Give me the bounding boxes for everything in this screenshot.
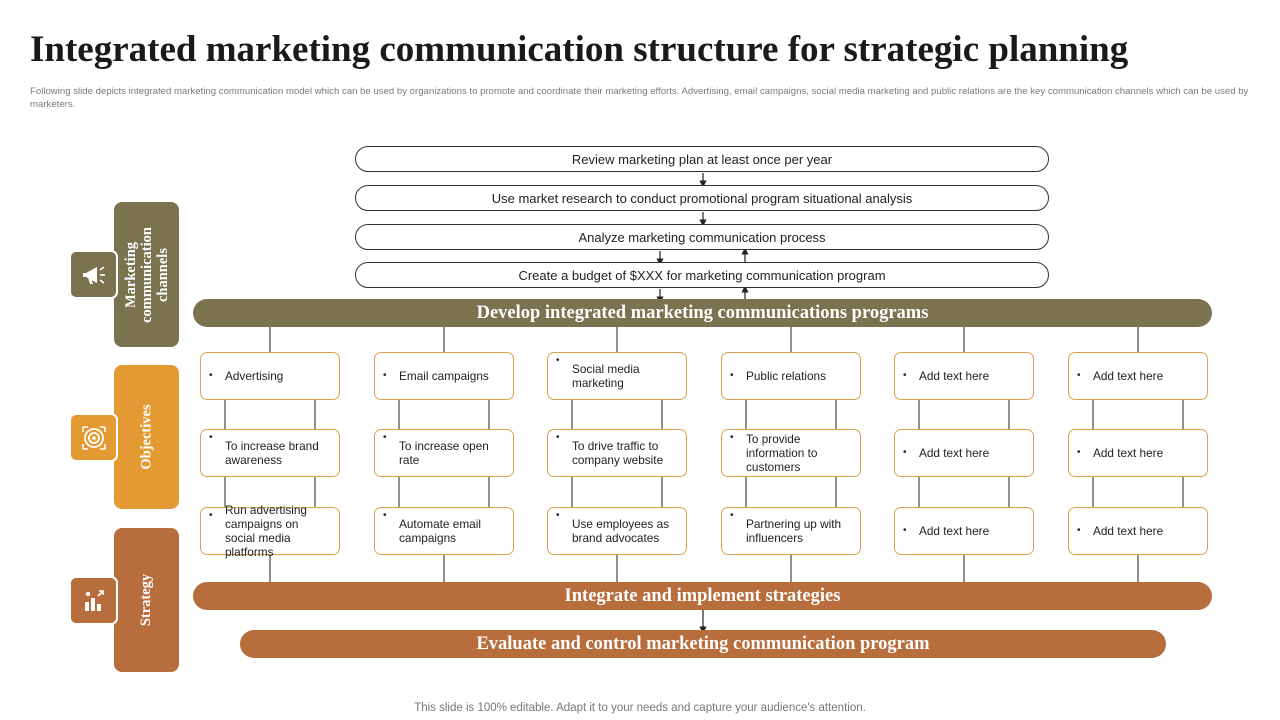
evaluate-control-bar: Evaluate and control marketing communica… [240,630,1166,658]
bullet-icon: • [556,510,560,521]
bullet-icon: • [730,432,734,443]
objective-text: Add text here [919,446,990,460]
page-title: Integrated marketing communication struc… [30,29,1129,70]
objectives-side-label-text: Objectives [138,404,155,470]
bullet-icon: • [903,524,907,536]
objective-box: • To increase open rate [374,429,514,477]
channel-box: • Email campaigns [374,352,514,400]
bullet-icon: • [730,369,734,381]
objectives-side-label: Objectives [114,365,179,509]
strategy-text: Use employees as brand advocates [572,517,670,545]
bullet-icon: • [209,432,213,443]
bullet-icon: • [383,369,387,381]
footer-note: This slide is 100% editable. Adapt it to… [414,702,866,714]
step-review-plan: Review marketing plan at least once per … [355,146,1049,172]
strategy-box: • Partnering up with influencers [721,507,861,555]
megaphone-icon [69,250,118,299]
strategy-box: • Run advertising campaigns on social med… [200,503,340,559]
target-icon [69,413,118,462]
channel-text: Advertising [225,369,284,383]
channel-box: • Social media marketing [547,352,687,400]
objective-text: To provide information to customers [746,432,818,474]
step-market-research: Use market research to conduct promotion… [355,185,1049,211]
integrate-strategies-bar: Integrate and implement strategies [193,582,1212,610]
objective-box: • To provide information to customers [721,429,861,477]
strategy-text: Automate email campaigns [399,517,481,545]
bullet-icon: • [383,432,387,443]
step-analyze-process: Analyze marketing communication process [355,224,1049,250]
channel-text: Add text here [1093,369,1164,383]
strategy-side-label: Strategy [114,528,179,672]
channels-side-label: Marketing communication channels [114,202,179,347]
channel-text: Social media marketing [572,362,640,390]
objective-box: • Add text here [894,429,1034,477]
strategy-box: • Automate email campaigns [374,507,514,555]
bullet-icon: • [903,446,907,458]
strategy-side-label-text: Strategy [138,573,155,627]
strategy-text: Add text here [919,524,990,538]
channel-box: • Add text here [1068,352,1208,400]
develop-programs-bar: Develop integrated marketing communicati… [193,299,1212,327]
page-subtitle: Following slide depicts integrated marke… [30,86,1249,110]
bullet-icon: • [556,432,560,443]
strategy-box: • Use employees as brand advocates [547,507,687,555]
objective-box: • To drive traffic to company website [547,429,687,477]
bullet-icon: • [209,510,213,521]
objective-box: • Add text here [1068,429,1208,477]
objective-text: To increase open rate [399,439,489,467]
bullet-icon: • [209,369,213,381]
objective-text: To drive traffic to company website [572,439,664,467]
strategy-box: • Add text here [894,507,1034,555]
bullet-icon: • [556,355,560,366]
strategy-box: • Add text here [1068,507,1208,555]
objective-text: To increase brand awareness [225,439,319,467]
bullet-icon: • [1077,369,1081,381]
step-create-budget: Create a budget of $XXX for marketing co… [355,262,1049,288]
bullet-icon: • [730,510,734,521]
strategy-text: Partnering up with influencers [746,517,842,545]
bullet-icon: • [1077,446,1081,458]
channel-text: Email campaigns [399,369,489,383]
strategy-text: Run advertising campaigns on social medi… [225,503,307,559]
channel-text: Public relations [746,369,826,383]
strategy-text: Add text here [1093,524,1164,538]
objective-text: Add text here [1093,446,1164,460]
bullet-icon: • [1077,524,1081,536]
growth-chart-icon [69,576,118,625]
channel-box: • Public relations [721,352,861,400]
channels-side-label-text: Marketing communication channels [122,226,171,323]
bullet-icon: • [903,369,907,381]
objective-box: • To increase brand awareness [200,429,340,477]
bullet-icon: • [383,510,387,521]
channel-box: • Add text here [894,352,1034,400]
channel-box: • Advertising [200,352,340,400]
channel-text: Add text here [919,369,990,383]
